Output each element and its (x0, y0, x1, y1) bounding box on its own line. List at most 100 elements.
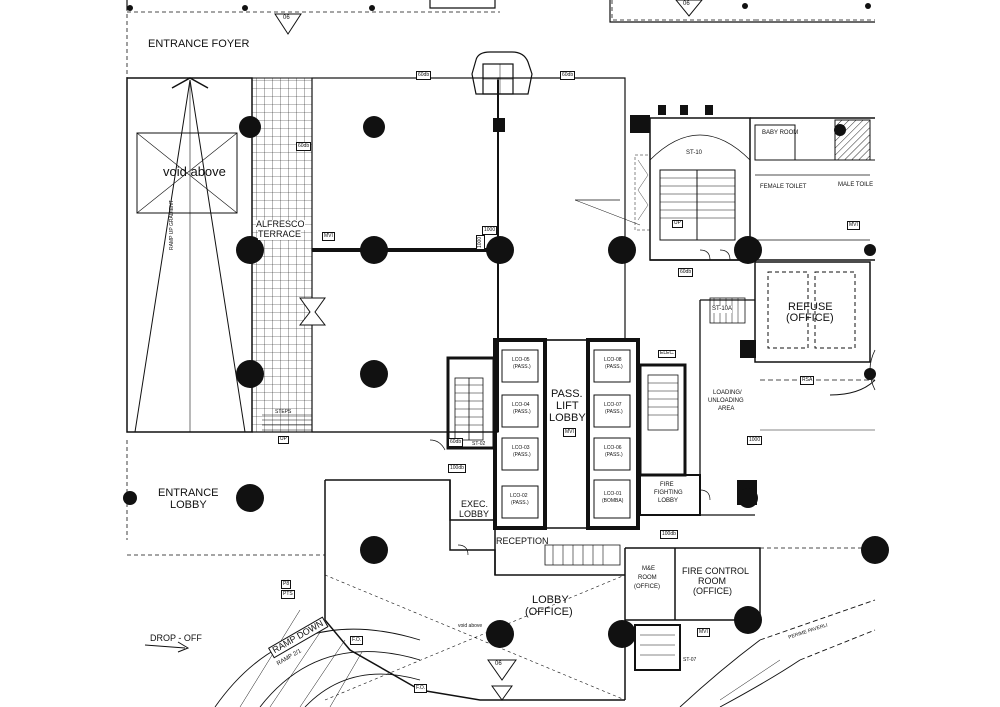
label-st02: ST-02 (472, 441, 486, 447)
refuse-room (754, 261, 871, 363)
stair-st01 (638, 363, 701, 516)
lift-label: LCO-04 (512, 402, 530, 408)
tag: 60db (678, 268, 694, 277)
top-structure (471, 51, 533, 95)
tag: MVI (322, 232, 335, 241)
section-number-bottom: 06 (495, 661, 502, 667)
tag: 60db (296, 142, 312, 151)
stair-st10 (659, 169, 736, 241)
lift-type-label: (PASS.) (605, 452, 623, 458)
ramp-right (679, 599, 876, 707)
label-loading: LOADING/ (713, 390, 742, 396)
label-unloading: UNLOADING (708, 398, 744, 404)
lift-label: LCO-06 (604, 445, 622, 451)
lift-type-label: (PASS.) (513, 364, 531, 370)
label-exec: EXEC. (461, 499, 489, 509)
site-boundary (126, 0, 875, 108)
tag: 60db (448, 438, 464, 447)
lift-type-label: (PASS.) (605, 364, 623, 370)
tag: 100db (448, 464, 466, 473)
reception-desk (544, 544, 621, 566)
lift-label: LCO-08 (604, 357, 622, 363)
label-drop-off: DROP - OFF (150, 633, 202, 643)
lift-lobby-walls (545, 339, 588, 529)
label-baby-room: BABY ROOM (762, 130, 799, 136)
lift-core-right (586, 338, 640, 530)
office-lobby-walls (324, 479, 626, 701)
label-ramp-up: RAMP UP GRADIENT (169, 200, 175, 250)
stair-treads-st10 (660, 177, 735, 219)
tag: 60db (416, 71, 432, 80)
label-lobby-office: LOBBY (532, 594, 569, 606)
top-markers (127, 3, 871, 11)
lift-label: LCO-05 (512, 357, 530, 363)
section-number-top-right: 06 (683, 1, 690, 7)
label-exec-lobby: LOBBY (459, 509, 490, 519)
lift-label: LCO-01 (604, 491, 622, 497)
label-refuse-office: (OFFICE) (786, 312, 834, 324)
label-st10: ST-10 (686, 150, 703, 156)
label-void-above: void above (163, 164, 226, 179)
label-male-toilet: MALE TOILE (838, 182, 874, 189)
void-ramp-area (126, 77, 253, 433)
lift-label: LCO-02 (510, 493, 528, 499)
label-area: AREA (718, 406, 735, 412)
label-mne-room: ROOM (638, 575, 657, 581)
lift-type-label: (PASS.) (605, 409, 623, 415)
services-core (649, 117, 875, 261)
section-number-top-left: 06 (283, 15, 290, 21)
tag: 1000 (476, 234, 485, 250)
label-st10a: ST-10A (712, 306, 733, 313)
structural-columns (123, 116, 889, 648)
label-ffl-lobby: LOBBY (658, 498, 679, 504)
tag: F.O. (350, 636, 364, 645)
lift-label: LCO-03 (512, 445, 530, 451)
label-female-toilet: FEMALE TOILET (760, 184, 807, 191)
label-lift: LIFT (556, 400, 579, 412)
label-up-left: UP (278, 436, 289, 444)
label-mne: M&E (642, 566, 656, 572)
label-fcr-room: ROOM (698, 576, 726, 586)
lift-type-label: (BOMBA) (602, 498, 624, 504)
doors (429, 249, 731, 556)
lift-type-label: (PASS.) (511, 500, 529, 506)
lower-boundary (126, 440, 875, 556)
drop-off-arrow (144, 641, 190, 653)
stair-st02 (446, 356, 496, 450)
label-refuse: REFUSE (788, 301, 833, 313)
steps-treads (262, 414, 312, 431)
tag: RSA (800, 376, 815, 385)
lift-type-label: (PASS.) (513, 452, 531, 458)
label-steps: STEPS (275, 409, 292, 415)
top-walls (126, 0, 875, 23)
label-fighting: FIGHTING (654, 490, 683, 496)
tag: MVI (697, 628, 710, 637)
label-lobby: LOBBY (549, 412, 586, 424)
label-reception: RECEPTION (496, 536, 549, 546)
label-st07: ST-07 (683, 657, 697, 663)
tag: MVI (563, 428, 576, 437)
label-fire: FIRE (660, 482, 674, 488)
tag: 60db (560, 71, 576, 80)
lift-label: LCO-07 (604, 402, 622, 408)
label-pass-lift: PASS. (551, 388, 583, 400)
label-terrace: TERRACE (258, 229, 302, 240)
tag: F.O. (414, 684, 428, 693)
label-void-above-bottom: void above (458, 623, 483, 629)
tag: MVI (847, 221, 860, 230)
tag: 100db (660, 530, 678, 539)
tag: P8 (281, 580, 292, 589)
label-lobby-office-sub: (OFFICE) (525, 606, 573, 618)
label-mne-office: (OFFICE) (634, 584, 660, 590)
label-fire-control: FIRE CONTROL (682, 566, 750, 576)
label-entrance: ENTRANCE (158, 487, 219, 499)
void-lines-bottom (324, 574, 626, 701)
label-fcr-office: (OFFICE) (693, 586, 732, 596)
label-entrance-lobby: LOBBY (170, 499, 207, 511)
lift-type-label: (PASS.) (513, 409, 531, 415)
tag: PTS (281, 590, 295, 599)
label-elec: ELEC. (658, 350, 677, 358)
label-alfresco: ALFRESCO (256, 219, 305, 230)
tag: 1000 (747, 436, 763, 445)
